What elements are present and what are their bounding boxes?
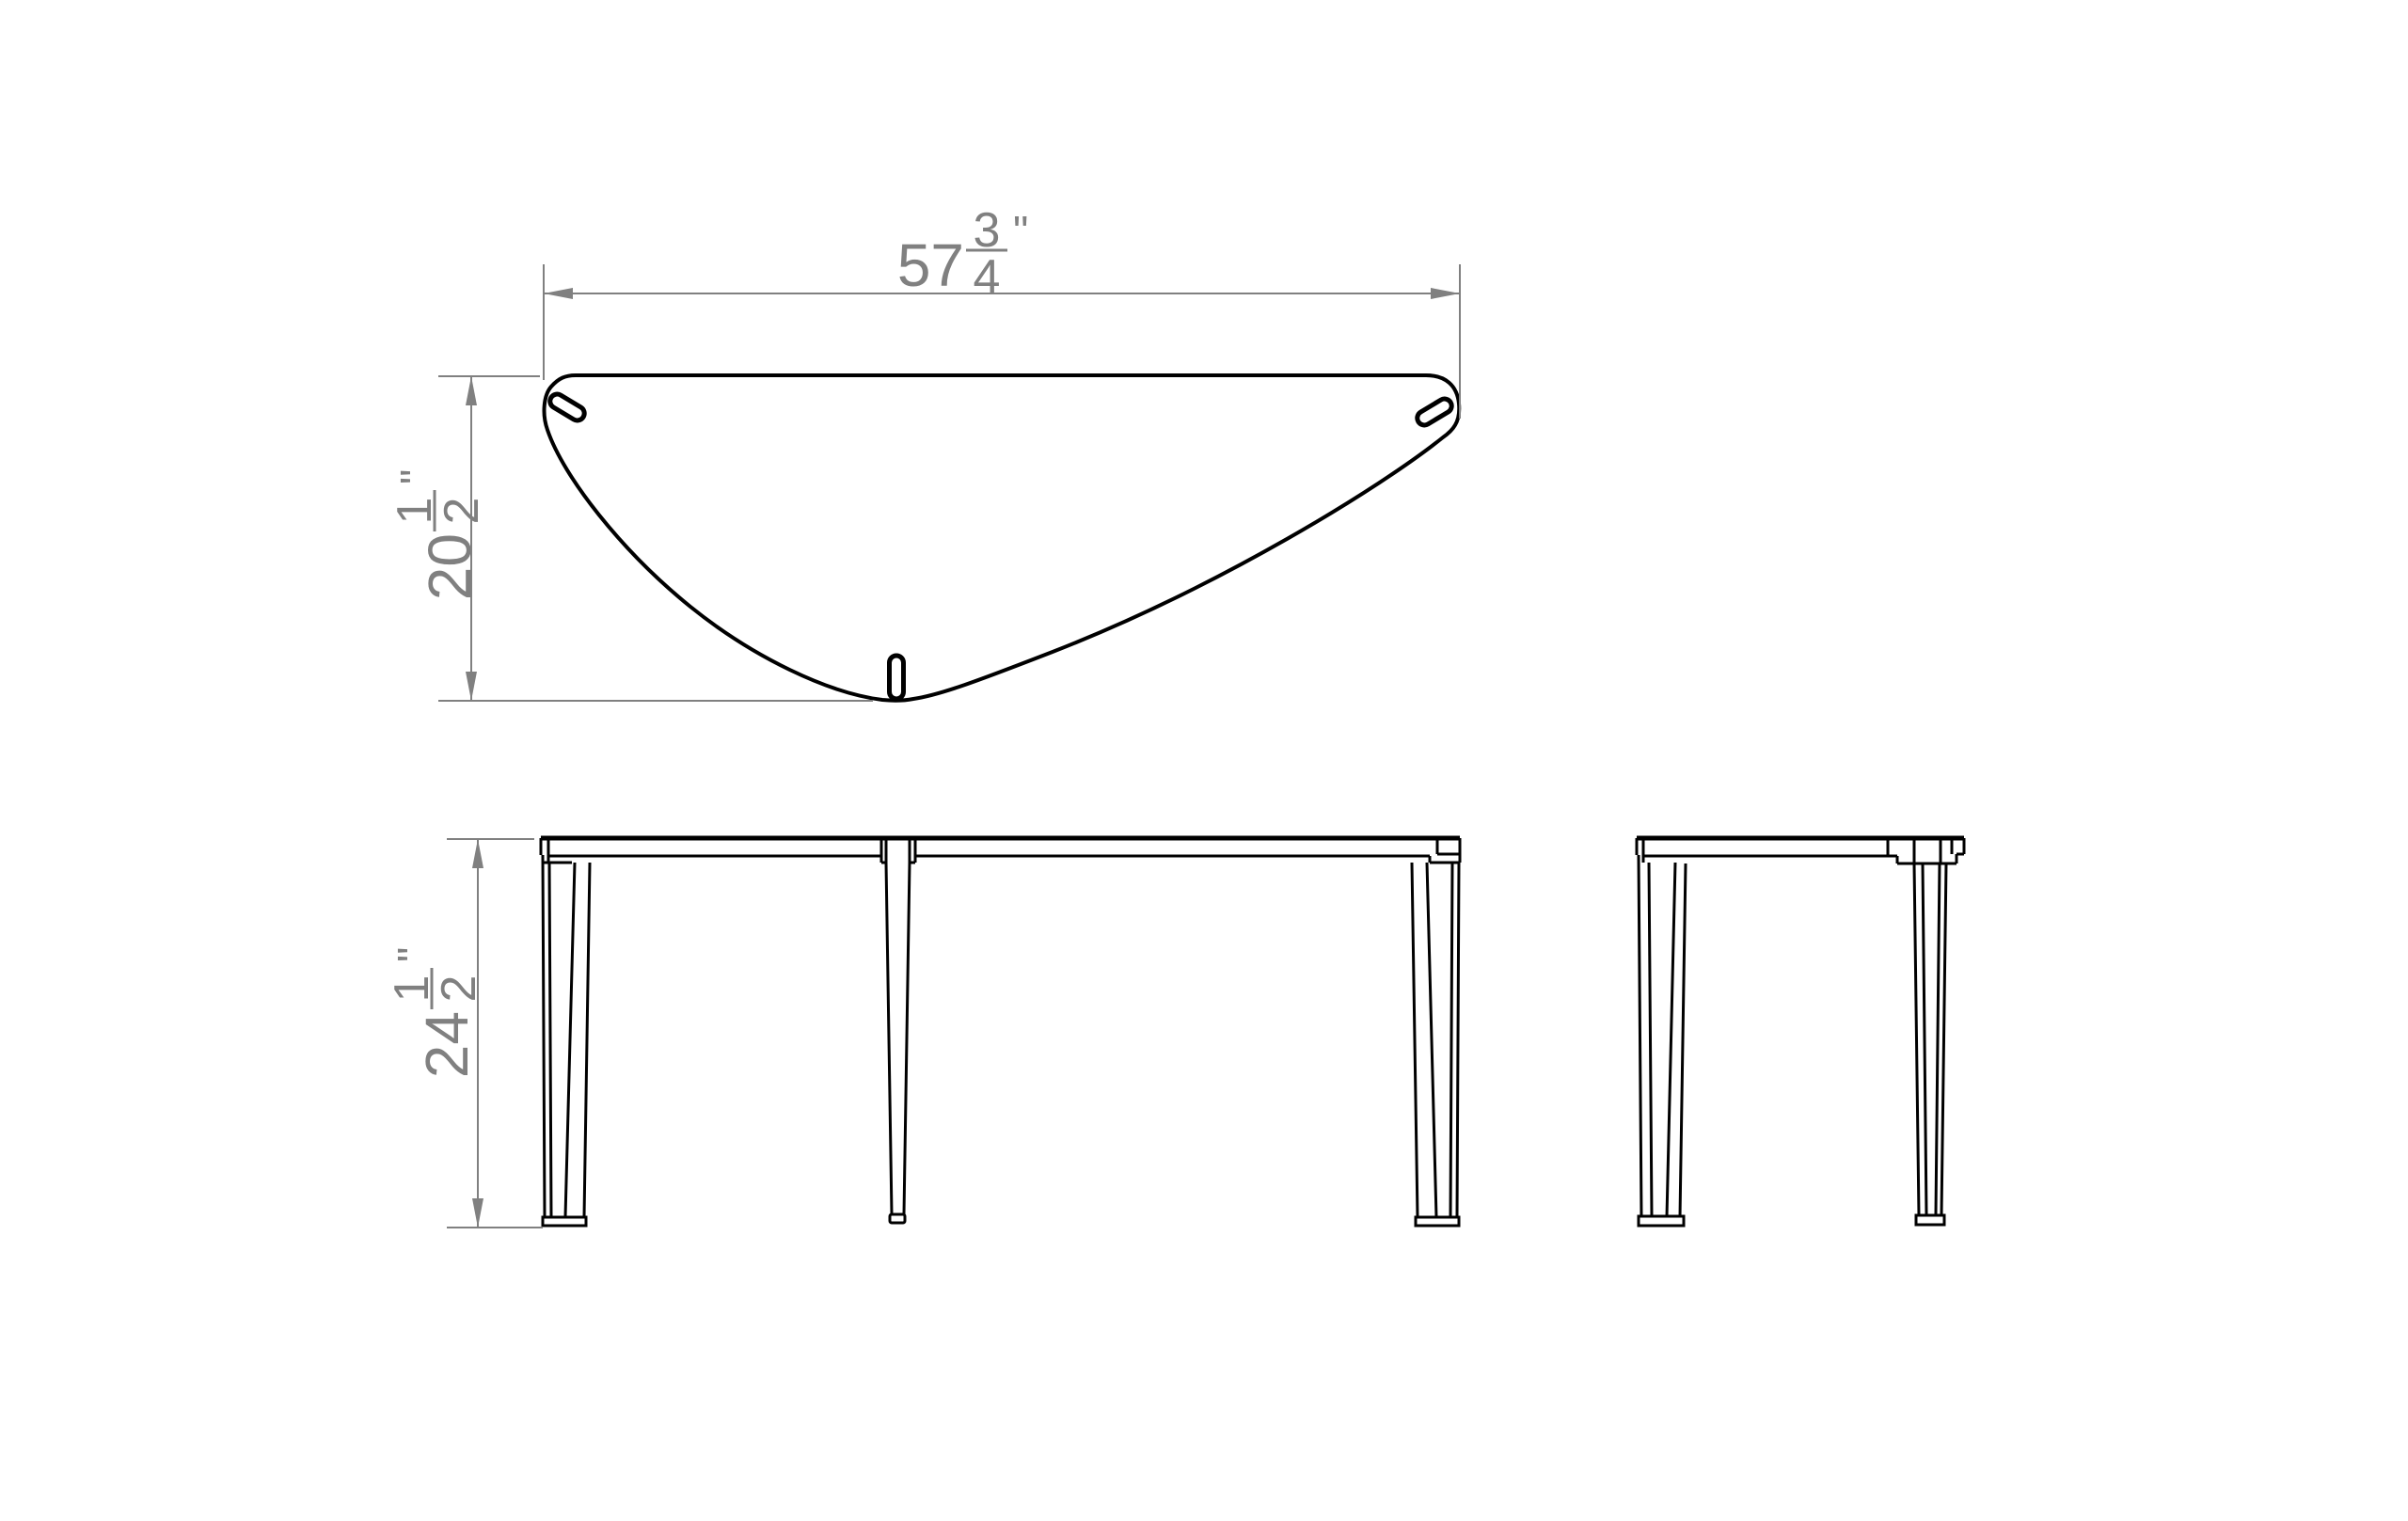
width-unit-mark: ": [1013, 207, 1028, 256]
depth-extension-lines: [438, 375, 873, 702]
width-fraction-denominator: 4: [974, 250, 1001, 305]
dimension-height: 24 1 2 ": [385, 838, 543, 1228]
depth-fraction-denominator: 2: [435, 498, 489, 525]
depth-fraction-numerator: 1: [388, 498, 442, 525]
front-tabletop-details: [539, 838, 1462, 864]
width-extension-lines: [543, 264, 1461, 419]
height-unit-mark: ": [388, 947, 437, 962]
width-fraction-numerator: 3: [974, 203, 1001, 258]
front-legs: [541, 854, 1461, 1218]
height-arrow-bottom: [472, 1198, 483, 1228]
side-view: [1635, 835, 1966, 1228]
dimension-depth: 20 1 2 ": [388, 375, 873, 702]
front-foot-middle: [888, 1212, 907, 1225]
height-extension-lines: [447, 838, 543, 1228]
height-dimension-label: 24 1 2 ": [385, 947, 486, 1079]
height-fraction-denominator: 2: [432, 975, 486, 1003]
side-legs: [1637, 854, 1948, 1218]
front-foot-right: [1414, 1215, 1461, 1228]
dimension-width: 57 3 4 ": [543, 203, 1461, 419]
front-foot-left: [541, 1215, 588, 1228]
leg-slot-back-right: [1415, 396, 1454, 428]
depth-arrow-top: [466, 376, 477, 405]
height-fraction-numerator: 1: [385, 975, 439, 1003]
height-whole-number: 24: [413, 1011, 481, 1078]
depth-unit-mark: ": [391, 469, 440, 484]
leg-slot-front: [887, 653, 906, 702]
depth-dimension-label: 20 1 2 ": [388, 469, 489, 601]
side-tabletop-details: [1635, 838, 1966, 865]
width-dimension-label: 57 3 4 ": [897, 203, 1029, 305]
depth-whole-number: 20: [416, 533, 483, 600]
side-foot-back: [1637, 1214, 1686, 1228]
height-arrow-top: [472, 839, 483, 868]
depth-arrow-bottom: [466, 672, 477, 701]
tabletop-outline: [542, 373, 1462, 703]
width-whole-number: 57: [897, 231, 964, 299]
side-foot-front: [1914, 1213, 1946, 1227]
leg-slot-back-left: [547, 391, 587, 423]
front-view: [539, 835, 1462, 1228]
width-arrow-left: [544, 288, 573, 299]
width-arrow-right: [1431, 288, 1460, 299]
top-view: [542, 373, 1462, 703]
